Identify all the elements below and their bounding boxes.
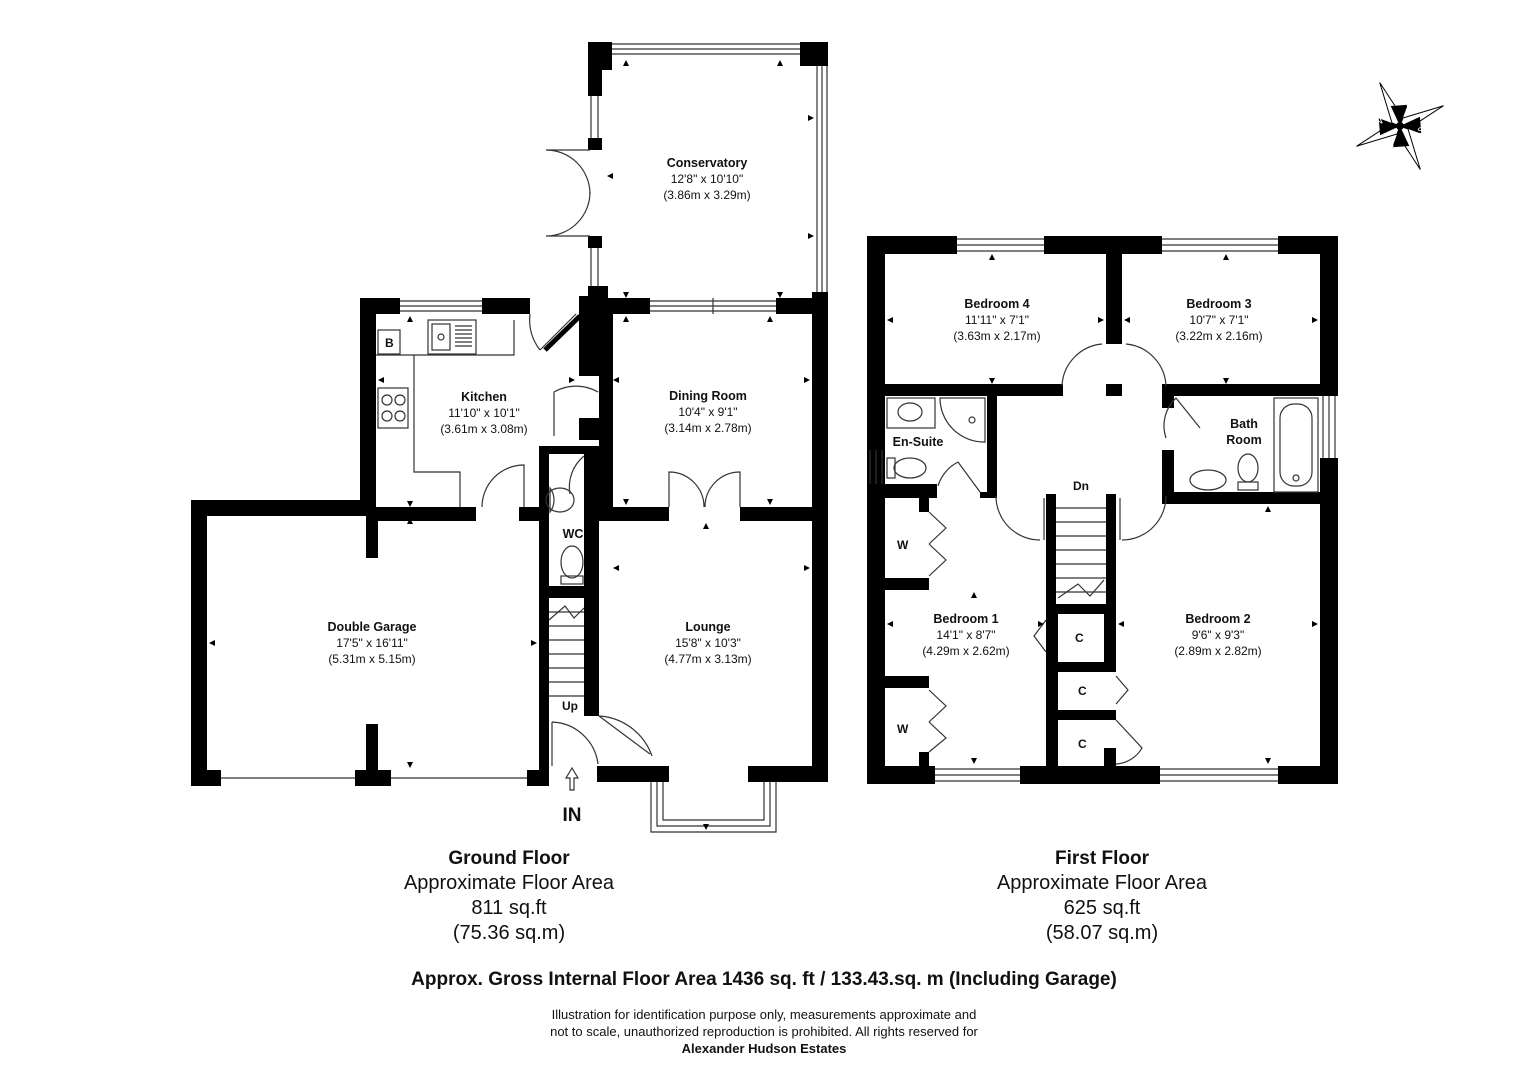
stairs-up-label: Up — [562, 699, 578, 713]
bedroom-1-label: Bedroom 1 14'1" x 8'7" (4.29m x 2.62m) — [922, 612, 1009, 658]
ground-floor-sqft: 811 sq.ft — [471, 897, 547, 919]
ground-floor-title: Ground Floor — [448, 848, 570, 869]
ground-floor-sqm: (75.36 sq.m) — [452, 922, 566, 944]
room-name: Dining Room — [669, 389, 747, 403]
room-size-imperial: 11'11" x 7'1" — [965, 313, 1029, 327]
room-name: Kitchen — [461, 390, 507, 404]
garage-walls — [191, 500, 549, 786]
first-floor-plan — [867, 236, 1338, 784]
hall-fittings — [545, 455, 777, 833]
room-size-metric: (2.89m x 2.82m) — [1174, 644, 1261, 658]
room-size-metric: (4.77m x 3.13m) — [664, 652, 751, 666]
first-floor-subtitle: Approximate Floor Area — [996, 872, 1208, 894]
room-size-imperial: 12'8" x 10'10" — [671, 172, 744, 186]
room-size-metric: (4.29m x 2.62m) — [922, 644, 1009, 658]
room-size-imperial: 14'1" x 8'7" — [936, 628, 995, 642]
compass-rose: N E S W — [1356, 82, 1444, 170]
room-size-imperial: 10'7" x 7'1" — [1189, 313, 1248, 327]
first-floor-sqft: 625 sq.ft — [1063, 897, 1141, 919]
room-size-metric: (3.63m x 2.17m) — [953, 329, 1040, 343]
kitchen-fittings — [376, 300, 599, 508]
room-name: Double Garage — [328, 620, 417, 634]
stairs-down-label: Dn — [1073, 479, 1089, 493]
cupboard-tag: C — [1078, 737, 1087, 751]
first-floor-fittings — [869, 238, 1336, 782]
room-size-imperial: 11'10" x 10'1" — [448, 406, 520, 420]
bedroom-2-label: Bedroom 2 9'6" x 9'3" (2.89m x 2.82m) — [1174, 612, 1261, 658]
wardrobe-tag: W — [897, 722, 909, 736]
bathroom-label-line1: Bath — [1230, 417, 1258, 431]
boiler-tag: B — [385, 336, 394, 350]
first-floor-summary: First Floor Approximate Floor Area 625 s… — [922, 846, 1282, 946]
room-name: Bedroom 2 — [1185, 612, 1250, 626]
cupboard-tag: C — [1075, 631, 1084, 645]
conservatory-label: Conservatory 12'8" x 10'10" (3.86m x 3.2… — [663, 156, 750, 202]
ground-floor-plan — [191, 42, 828, 833]
compass-s: S — [1416, 125, 1426, 137]
lounge-label: Lounge 15'8" x 10'3" (4.77m x 3.13m) — [664, 620, 751, 666]
kitchen-angled-door — [543, 314, 582, 352]
first-floor-title: First Floor — [1055, 848, 1149, 869]
room-size-imperial: 17'5" x 16'11" — [336, 636, 408, 650]
dining-walls — [599, 292, 828, 782]
disclaimer-line-1: Illustration for identification purpose … — [551, 1007, 977, 1022]
disclaimer-line-2: not to scale, unauthorized reproduction … — [550, 1024, 978, 1039]
room-name: Conservatory — [667, 156, 748, 170]
double-garage-label: Double Garage 17'5" x 16'11" (5.31m x 5.… — [328, 620, 417, 666]
dining-room-label: Dining Room 10'4" x 9'1" (3.14m x 2.78m) — [664, 389, 751, 435]
wc-label: WC — [563, 527, 584, 541]
room-size-metric: (3.14m x 2.78m) — [664, 421, 751, 435]
room-name: Bedroom 3 — [1186, 297, 1251, 311]
room-size-metric: (3.86m x 3.29m) — [663, 188, 750, 202]
room-size-metric: (5.31m x 5.15m) — [328, 652, 415, 666]
room-size-metric: (3.61m x 3.08m) — [440, 422, 527, 436]
bathroom-label-line2: Room — [1226, 433, 1261, 447]
first-floor-sqm: (58.07 sq.m) — [1045, 922, 1159, 944]
cupboard-tag: C — [1078, 684, 1087, 698]
conservatory-glazing — [545, 43, 828, 314]
ground-floor-summary: Ground Floor Approximate Floor Area 811 … — [329, 846, 689, 946]
wardrobe-tag: W — [897, 538, 909, 552]
disclaimer: Illustration for identification purpose … — [464, 1006, 1064, 1057]
first-floor-walls — [867, 236, 1338, 784]
room-name: Bedroom 4 — [964, 297, 1029, 311]
entrance-label: IN — [563, 805, 582, 826]
room-size-imperial: 10'4" x 9'1" — [678, 405, 737, 419]
compass-n: N — [1374, 115, 1384, 127]
room-size-metric: (3.22m x 2.16m) — [1175, 329, 1262, 343]
ground-floor-dimension-ticks — [209, 60, 814, 830]
room-name: Bedroom 1 — [933, 612, 998, 626]
kitchen-walls — [360, 296, 599, 521]
room-size-imperial: 9'6" x 9'3" — [1192, 628, 1244, 642]
gross-internal-area: Approx. Gross Internal Floor Area 1436 s… — [411, 969, 1117, 990]
dining-doors — [668, 471, 741, 508]
compass-e: E — [1405, 101, 1415, 113]
room-name: Lounge — [685, 620, 730, 634]
en-suite-label: En-Suite — [893, 435, 944, 449]
room-size-imperial: 15'8" x 10'3" — [675, 636, 741, 650]
bedroom-3-label: Bedroom 3 10'7" x 7'1" (3.22m x 2.16m) — [1175, 297, 1262, 343]
first-floor-dimension-ticks — [887, 254, 1318, 764]
bedroom-4-label: Bedroom 4 11'11" x 7'1" (3.63m x 2.17m) — [953, 297, 1040, 343]
compass-w: W — [1384, 138, 1396, 151]
floor-plan: N E S W Conservatory 12'8" x 10'10" (3.8… — [191, 42, 1444, 833]
kitchen-label: Kitchen 11'10" x 10'1" (3.61m x 3.08m) — [440, 390, 527, 436]
hall-walls — [539, 446, 828, 786]
ground-floor-subtitle: Approximate Floor Area — [403, 872, 615, 894]
company-name: Alexander Hudson Estates — [681, 1041, 847, 1056]
